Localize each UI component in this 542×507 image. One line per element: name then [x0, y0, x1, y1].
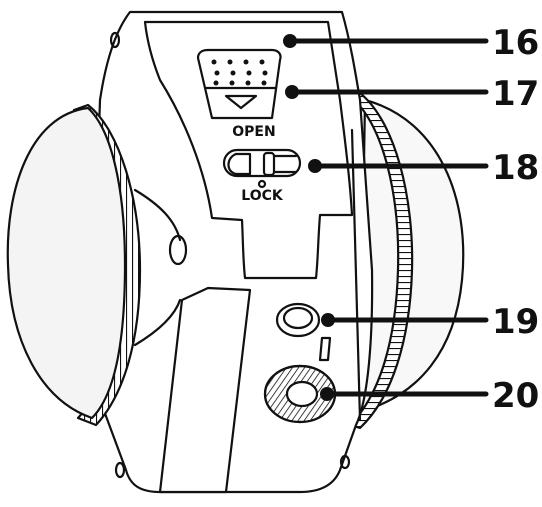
tab-grip-dots [211, 59, 268, 86]
open-label: OPEN [232, 124, 275, 140]
callout-16: 16 [492, 23, 539, 63]
cover-release-tab [196, 48, 282, 120]
lock-label: LOCK [241, 188, 284, 204]
right-lens-ring [343, 88, 414, 430]
callout-17: 17 [492, 74, 539, 114]
left-lens-dome [6, 106, 127, 420]
lock-switch [222, 148, 302, 189]
alignment-mark [318, 336, 332, 362]
callout-18: 18 [492, 148, 539, 188]
callout-20: 20 [492, 376, 539, 416]
body-slot [158, 286, 252, 494]
callout-leaders [283, 34, 489, 401]
callout-19: 19 [492, 302, 539, 342]
